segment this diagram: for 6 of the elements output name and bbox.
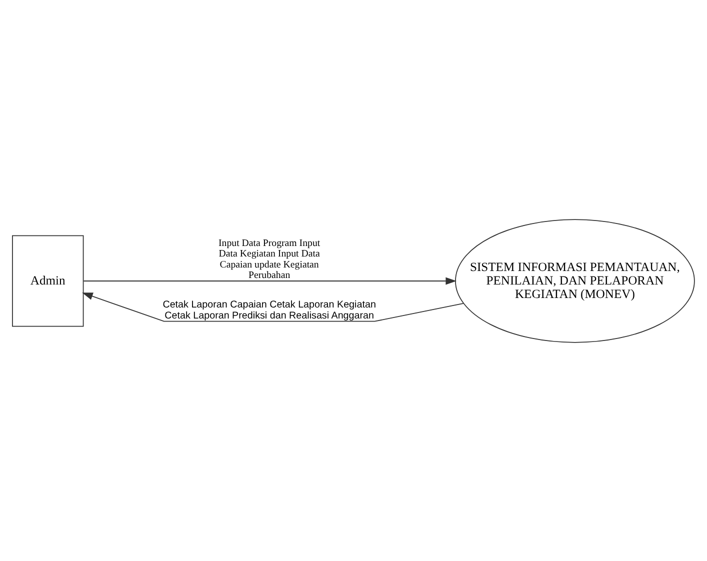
- node-box: Admin: [12, 234, 84, 326]
- node-ellipse: SISTEM INFORMASI PEMANTAUAN, PENILAIAN, DAN PELAPORAN KEGIATAN (MONEV): [455, 218, 695, 342]
- arrow: [83, 276, 456, 284]
- edge-label: Input Data Program Input Data Kegiatan Input Data Capaian update Kegiatan Perubahan: [218, 237, 320, 281]
- edge-label: Cetak Laporan Capaian Cetak Laporan Kegiatan Cetak Laporan Prediksi dan Realisasi Anggaran: [162, 299, 376, 321]
- arrow: [82, 292, 464, 322]
